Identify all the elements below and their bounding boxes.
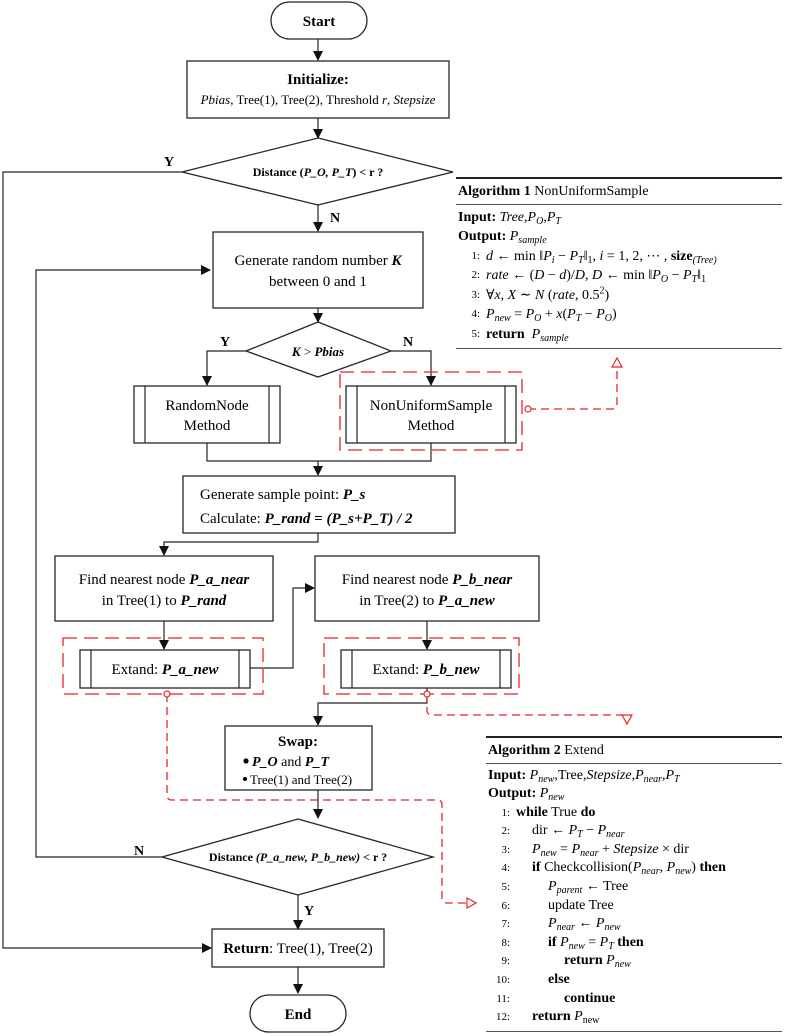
find-a-line2: in Tree(1) to P_rand [102,593,227,609]
initialize-param: Stepsize [394,92,436,107]
decision-k-pbias [244,321,393,378]
algorithm2-line: 2:dir ← PT − Pnear [501,823,625,841]
initialize-param: , [387,92,394,107]
initialize-box [186,60,450,119]
decision-distance-anew-bnew [159,818,436,896]
swap-box [224,725,373,791]
find-b-line1: Find nearest node P_b_near [342,572,513,588]
decision1-text: Distance (P_O, P_T) < r ? [253,165,384,179]
algorithm2-line: 10:else [495,972,570,988]
decision1-no-label: N [330,211,340,226]
algorithm1-output: Output: Psample [458,229,547,246]
extend-a-box [79,649,251,689]
decision3-yes-label: Y [304,904,314,919]
return-box [211,928,385,968]
link-nonuniform-to-algorithm1 [528,358,617,410]
algorithm2-line: 9:return Pnew [501,953,631,971]
initialize-param: Pbias [200,92,231,107]
decision2-no-label: N [403,335,413,350]
algorithm2-line: 11:continue [496,990,616,1006]
algorithm1-line: 3:∀x, X ∼ N (rate, 0.52) [471,284,610,303]
highlight-extend-a-frame [62,637,264,695]
algorithm2-output: Output: Pnew [488,786,565,804]
sample-line1: Generate sample point: P_s [200,487,366,503]
arrow-decision2-no [391,350,436,386]
find-nearest-b-box [314,555,540,622]
initialize-param: r [382,92,388,107]
decision-distance-po-pt [181,137,454,206]
bullet-icon [243,777,247,781]
start-label: Start [303,14,336,30]
algorithm1-line: 2:rate ← (D − d)/D, D ← min ‖PO − PT‖1 [471,268,707,285]
nonuniform-line1: NonUniformSample [370,398,493,414]
decision3-text: Distance (P_a_new, P_b_new) < r ? [209,850,387,864]
arrow-sample-to-find-a [159,533,319,556]
algorithm2-line: 12:return Pnew [495,1009,600,1027]
algorithm2-line: 3:Pnew = Pnear + Stepsize × dir [501,841,689,859]
random-node-method-box [133,385,281,444]
algorithm1-box: Algorithm 1 NonUniformSample Input: Tree… [456,177,782,349]
end-label: End [285,1007,312,1023]
generate-random-line1: Generate random number K [234,253,402,269]
algorithm1-line: 5:return Psample [471,326,569,344]
link-extend-b-to-algorithm2 [426,694,627,724]
sample-line2: Calculate: P_rand = (P_s+P_T) / 2 [200,511,413,527]
decision2-text: K > Pbias [291,344,344,359]
arrow-decision2-yes [202,350,246,386]
random-node-line1: RandomNode [165,398,249,414]
link-anchor-dot [423,690,431,698]
start-terminal [270,1,368,40]
algorithm2-line: 5:Pparent ← Tree [501,879,629,897]
highlight-nonuniform-frame [339,371,523,451]
algorithm2-input: Input: Pnew, Tree, Stepsize, Pnear, PT [488,767,680,785]
algorithm2-line: 1:while True do [501,804,596,820]
link-extend-a-to-algorithm2 [166,694,476,903]
link-anchor-dot [163,690,171,698]
generate-random-box [212,231,424,309]
highlight-extend-b-frame [323,637,520,695]
extend-a-text: Extand: P_a_new [111,662,219,678]
swap-item1: P_O and P_T [252,755,330,770]
algorithm1-title: Algorithm 1 NonUniformSample [456,177,782,205]
swap-item2: Tree(1) and Tree(2) [250,772,352,787]
nonuniform-line2: Method [408,418,455,434]
bullet-icon [243,758,249,764]
swap-title: Swap: [278,734,318,750]
algorithm2-box: Algorithm 2 Extend Input: Pnew, Tree, St… [486,736,782,1032]
arrow-extend-a-to-find-b [250,583,315,669]
return-text: Return: Tree(1), Tree(2) [223,941,373,957]
initialize-param: , Tree(1), Tree(2), Threshold [230,92,382,107]
algorithm1-input: Input: Tree, PO, PT [458,209,561,227]
extend-b-text: Extand: P_b_new [372,662,480,678]
nonuniform-sample-method-box [345,385,517,444]
algorithm1-line: 4:Pnew = PO + x(PT − PO) [471,307,617,324]
find-a-line1: Find nearest node P_a_near [79,572,250,588]
algorithm2-line: 8:if Pnew = PT then [501,934,644,952]
find-nearest-a-box [54,555,274,622]
algorithm2-title: Algorithm 2 Extend [486,736,782,764]
decision3-no-label: N [134,844,144,859]
generate-random-line2: between 0 and 1 [269,274,367,290]
merge-methods [206,443,432,462]
link-anchor-dot [524,405,532,413]
random-node-line2: Method [184,418,231,434]
arrow-decision1-yes-to-return [2,171,212,953]
algorithm2-line: 6:update Tree [501,897,614,913]
sample-point-box [182,475,456,534]
decision2-yes-label: Y [220,335,230,350]
initialize-params: Pbias, Tree(1), Tree(2), Threshold r, St… [200,92,436,107]
extend-b-box [340,649,512,689]
decision1-yes-label: Y [164,155,174,170]
algorithm1-line: 1:d ← min ‖Pi − PT‖1, i = 1, 2, ⋯ , size… [471,248,717,266]
algorithm2-line: 4:if Checkcollision(Pnear, Pnew) then [501,860,726,878]
end-terminal [249,994,347,1033]
find-b-line2: in Tree(2) to P_a_new [359,593,495,609]
initialize-title: Initialize: [287,72,349,88]
algorithm2-line: 7:Pnear ← Pnew [501,916,621,934]
arrow-decision3-no-loop [35,265,211,858]
